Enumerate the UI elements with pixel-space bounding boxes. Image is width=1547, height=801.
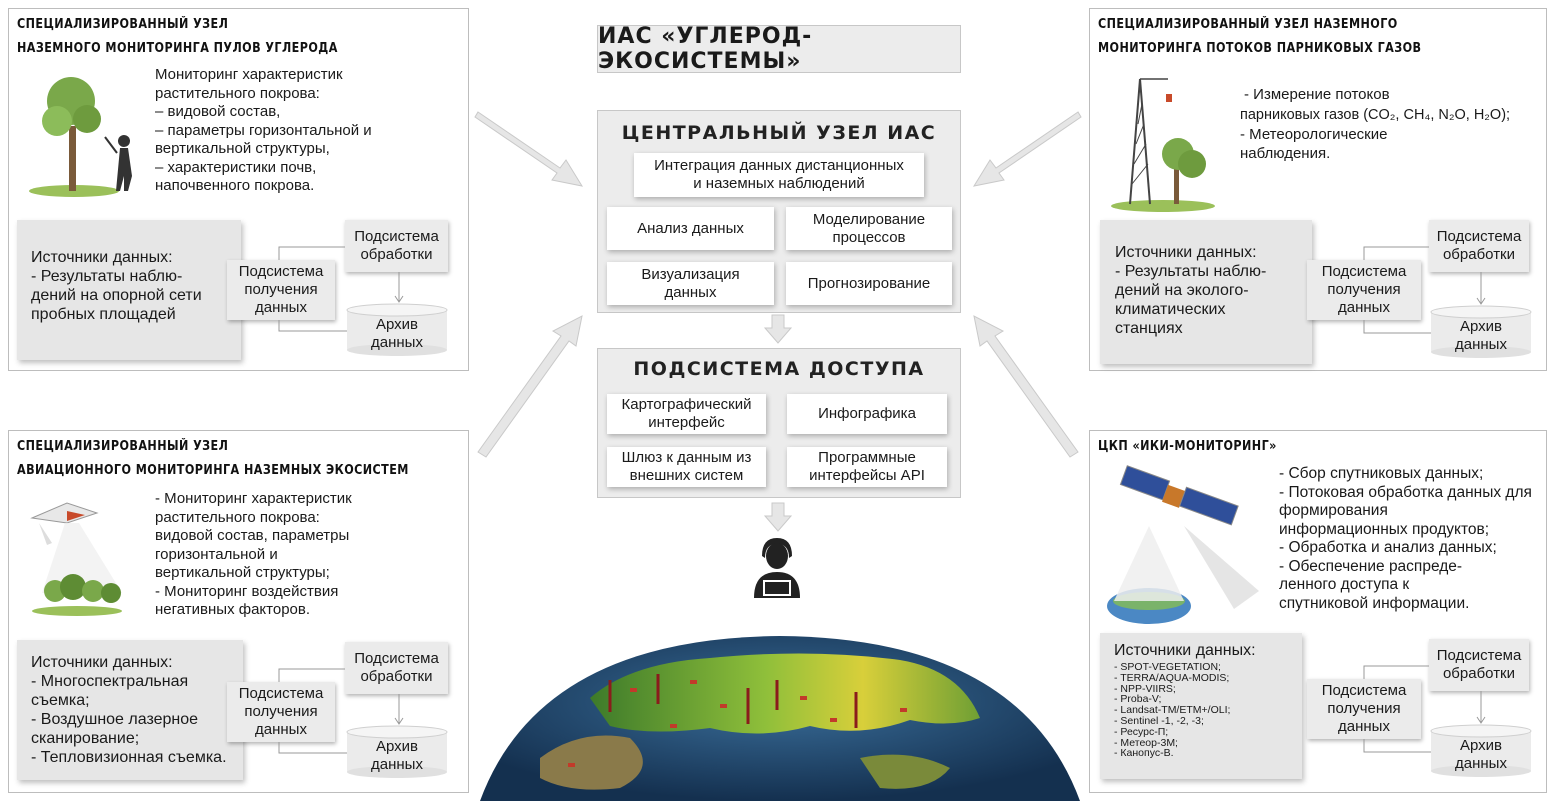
drone-and-trees-icon [30,502,122,616]
panel-iki-monitoring: ЦКП «ИКИ-МОНИТОРИНГ» - Сбор спутниковых … [1089,430,1547,793]
access-subsystem: ПОДСИСТЕМА ДОСТУПА Картографический инте… [597,348,961,498]
acquisition-subsystem: Подсистема получения данных [227,260,335,320]
sources-text: Источники данных: - Результаты наблю- де… [1115,244,1267,337]
archive-cylinder: Архив данных [1430,724,1532,777]
cylinder-icon [346,725,448,778]
panel-description: Мониторинг характеристик растительного п… [155,66,372,194]
gateway-box: Шлюз к данным из внешних систем [607,447,766,487]
archive-label: Архив данных [371,738,423,773]
desc-line3: - Метеорологические [1240,126,1388,143]
forecasting-box: Прогнозирование [786,262,952,305]
cylinder-icon [346,303,448,356]
cartographic-interface-box: Картографический интерфейс [607,394,766,434]
integration-box: Интеграция данных дистанционных и наземн… [634,153,924,197]
arrow-tr-to-center [972,111,1082,187]
archive-cylinder: Архив данных [346,725,448,778]
processing-subsystem: Подсистема обработки [1429,639,1529,691]
satellite-icon [1107,465,1259,624]
acquisition-subsystem: Подсистема получения данных [1307,260,1421,320]
api-box: Программные интерфейсы API [787,447,947,487]
arrow-access-to-user [763,502,793,532]
sources-list: - SPOT-VEGETATION; - TERRA/AQUA-MODIS; -… [1114,661,1231,760]
flux-tower-icon [1111,78,1215,212]
sources-box [1100,633,1302,779]
panel-title-line2: НАЗЕМНОГО МОНИТОРИНГА ПУЛОВ УГЛЕРОДА [17,41,338,56]
user-at-laptop-icon [754,538,800,598]
panel-title-line2: МОНИТОРИНГА ПОТОКОВ ПАРНИКОВЫХ ГАЗОВ [1098,41,1422,56]
infographics-box: Инфографика [787,394,947,434]
central-node: ЦЕНТРАЛЬНЫЙ УЗЕЛ ИАС Интеграция данных д… [597,110,961,313]
cylinder-icon [1430,724,1532,777]
connector-lines [1363,665,1486,753]
sources-text: Источники данных: - Многоспектральная съ… [31,654,227,766]
sources-box [17,640,243,780]
panel-ghg-fluxes: СПЕЦИАЛИЗИРОВАННЫЙ УЗЕЛ НАЗЕМНОГО МОНИТО… [1089,8,1547,371]
archive-label: Архив данных [1455,737,1507,772]
connector-lines [278,668,404,754]
acquisition-subsystem: Подсистема получения данных [227,682,335,742]
panel-title-line1: ЦКП «ИКИ-МОНИТОРИНГ» [1098,439,1277,454]
arrow-tl-to-center [474,111,584,187]
central-node-title: ЦЕНТРАЛЬНЫЙ УЗЕЛ ИАС [621,122,937,144]
panel-aviation-monitoring: СПЕЦИАЛИЗИРОВАННЫЙ УЗЕЛ АВИАЦИОННОГО МОН… [8,430,469,793]
analysis-box: Анализ данных [607,207,774,250]
archive-cylinder: Архив данных [346,303,448,356]
processing-subsystem: Подсистема обработки [345,220,448,272]
main-title: ИАС «УГЛЕРОД-ЭКОСИСТЕМЫ» [597,24,961,74]
sources-box [17,220,241,360]
panel-description: - Мониторинг характеристик растительного… [155,490,352,618]
access-subsystem-title: ПОДСИСТЕМА ДОСТУПА [633,358,925,380]
desc-line4: наблюдения. [1240,145,1331,162]
arrow-center-to-access [763,314,793,344]
panel-ground-carbon-pools: СПЕЦИАЛИЗИРОВАННЫЙ УЗЕЛ НАЗЕМНОГО МОНИТО… [8,8,469,371]
archive-label: Архив данных [1455,318,1507,353]
panel-title-line1: СПЕЦИАЛИЗИРОВАННЫЙ УЗЕЛ НАЗЕМНОГО [1098,17,1398,32]
sources-text: Источники данных: - Результаты наблю- де… [31,249,202,323]
tree-with-person-icon [29,77,132,197]
panel-title-line1: СПЕЦИАЛИЗИРОВАННЫЙ УЗЕЛ [17,439,229,454]
arrow-br-to-center [973,315,1079,458]
panel-title-line2: АВИАЦИОННОГО МОНИТОРИНГА НАЗЕМНЫХ ЭКОСИС… [17,463,409,478]
visualization-box: Визуализация данных [607,262,774,305]
connector-lines [1363,246,1486,334]
cylinder-icon [1430,305,1532,358]
acquisition-subsystem: Подсистема получения данных [1307,679,1421,739]
modeling-box: Моделирование процессов [786,207,952,250]
panel-title-line1: СПЕЦИАЛИЗИРОВАННЫЙ УЗЕЛ [17,17,229,32]
connector-lines [278,246,404,332]
processing-subsystem: Подсистема обработки [1429,220,1529,272]
processing-subsystem: Подсистема обработки [345,642,448,694]
sources-title: Источники данных: [1114,642,1256,659]
archive-label: Архив данных [371,316,423,351]
arrow-bl-to-center [477,315,583,458]
desc-line2: парниковых газов (CO₂, CH₄, N₂O, H₂O); [1240,107,1511,123]
panel-description: - Сбор спутниковых данных; - Потоковая о… [1279,465,1532,612]
desc-line1: - Измерение потоков [1244,86,1390,103]
sources-box [1100,220,1312,364]
globe-map-illustration [480,636,1080,801]
archive-cylinder: Архив данных [1430,305,1532,358]
